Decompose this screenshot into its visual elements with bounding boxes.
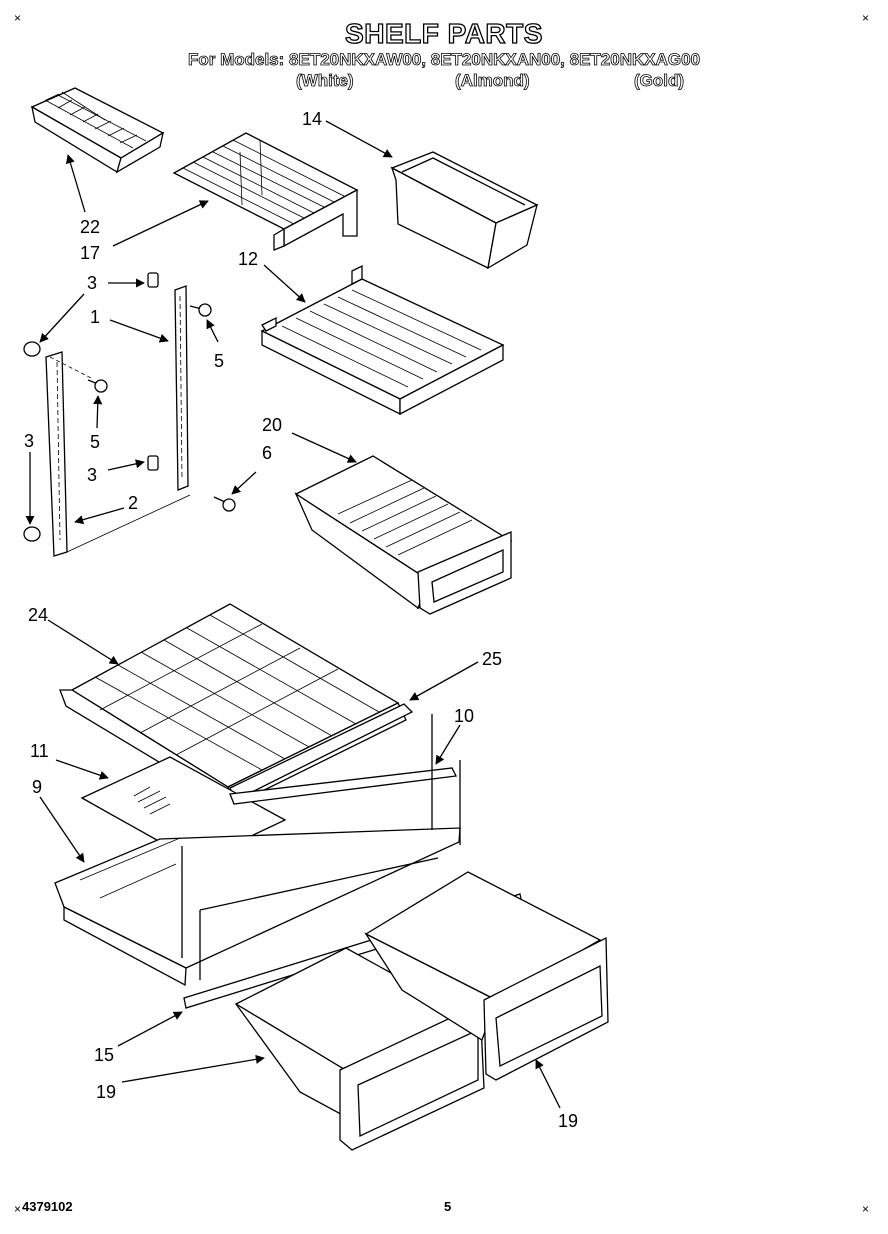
registration-mark-top-left: × bbox=[14, 11, 22, 25]
callout-20: 20 bbox=[262, 415, 283, 435]
callout-12: 12 bbox=[238, 249, 259, 269]
document-number: 4379102 bbox=[22, 1199, 73, 1214]
callout-22: 22 bbox=[80, 217, 101, 237]
variant-gold: (Gold) bbox=[634, 71, 685, 91]
freezer-basket-part bbox=[294, 455, 513, 615]
callout-19-left: 19 bbox=[96, 1082, 117, 1102]
callout-3-left: 3 bbox=[24, 431, 35, 451]
crisper-pan-left-part bbox=[234, 947, 485, 1151]
callout-5-right: 5 bbox=[214, 351, 225, 371]
freezer-wire-shelf-part bbox=[172, 132, 359, 251]
leader-lines bbox=[25, 120, 561, 1109]
wire-shelf-part bbox=[59, 603, 407, 808]
callout-2: 2 bbox=[128, 493, 139, 513]
callout-10: 10 bbox=[454, 706, 475, 726]
callout-11: 11 bbox=[30, 741, 49, 761]
callout-19-right: 19 bbox=[558, 1111, 579, 1131]
support-cap-bottom bbox=[23, 526, 41, 542]
page-title: SHELF PARTS bbox=[344, 17, 543, 49]
freezer-shelf-part bbox=[260, 264, 505, 416]
callout-17: 17 bbox=[80, 243, 101, 263]
callout-5-left: 5 bbox=[90, 432, 101, 452]
page-number: 5 bbox=[444, 1199, 452, 1214]
callout-15: 15 bbox=[94, 1045, 115, 1065]
callout-3-middle: 3 bbox=[87, 465, 98, 485]
callout-14: 14 bbox=[302, 109, 323, 129]
models-line: For Models: 8ET20NKXAW00, 8ET20NKXAN00, … bbox=[187, 50, 701, 70]
ice-cube-tray-part bbox=[30, 87, 165, 174]
callout-25: 25 bbox=[482, 649, 503, 669]
callout-9: 9 bbox=[32, 777, 43, 797]
door-bin-part bbox=[390, 151, 539, 270]
callout-6: 6 bbox=[262, 443, 273, 463]
support-cap-top bbox=[23, 341, 41, 357]
callout-1: 1 bbox=[90, 307, 101, 327]
crisper-pan-right-part bbox=[364, 871, 609, 1081]
callout-3-top: 3 bbox=[87, 273, 98, 293]
registration-mark-top-right: × bbox=[862, 11, 870, 25]
registration-mark-bottom-right: × bbox=[862, 1202, 870, 1216]
rail-right-part bbox=[147, 272, 189, 491]
crisper-trim-part bbox=[229, 767, 457, 805]
registration-mark-bottom-left: × bbox=[14, 1202, 22, 1216]
variant-white: (White) bbox=[296, 71, 354, 91]
screws-part bbox=[87, 303, 236, 512]
crisper-cover-frame-part bbox=[54, 714, 461, 987]
variant-almond: (Almond) bbox=[455, 71, 530, 91]
callout-24: 24 bbox=[28, 605, 49, 625]
